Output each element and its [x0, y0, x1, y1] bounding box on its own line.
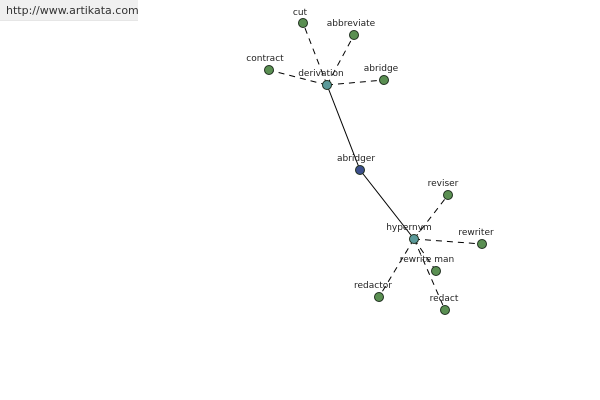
node-redact[interactable] — [440, 305, 450, 315]
edge-derivation-cut — [302, 22, 328, 86]
node-label-derivation[interactable]: derivation — [298, 69, 344, 79]
node-label-hypernym[interactable]: hypernym — [386, 223, 432, 233]
node-label-contract[interactable]: contract — [246, 54, 284, 64]
edges-layer — [268, 22, 483, 311]
node-rewrite_man[interactable] — [431, 266, 441, 276]
labels-layer: abridger derivation hypernym cut abbreviate c… — [246, 8, 494, 304]
edge-derivation-abridge — [326, 79, 385, 86]
node-abridger[interactable] — [355, 165, 365, 175]
node-label-redact[interactable]: redact — [430, 294, 459, 304]
edge-hypernym-redactor — [378, 238, 415, 298]
node-label-reviser[interactable]: reviser — [428, 179, 459, 189]
node-abbreviate[interactable] — [349, 30, 359, 40]
node-label-cut[interactable]: cut — [293, 8, 308, 18]
node-reviser[interactable] — [443, 190, 453, 200]
node-rewriter[interactable] — [477, 239, 487, 249]
node-redactor[interactable] — [374, 292, 384, 302]
source-url[interactable]: http://www.artikata.com — [0, 0, 139, 21]
node-label-redactor[interactable]: redactor — [354, 281, 392, 291]
node-cut[interactable] — [298, 18, 308, 28]
node-label-abridge[interactable]: abridge — [364, 64, 399, 74]
node-derivation[interactable] — [322, 80, 332, 90]
node-hypernym[interactable] — [409, 234, 419, 244]
node-label-rewriter[interactable]: rewriter — [458, 228, 494, 238]
node-abridge[interactable] — [379, 75, 389, 85]
node-label-abbreviate[interactable]: abbreviate — [327, 19, 376, 29]
nodes-layer — [264, 18, 487, 315]
node-contract[interactable] — [264, 65, 274, 75]
edge-derivation-contract — [268, 69, 328, 86]
node-label-rewrite_man[interactable]: rewrite man — [400, 255, 455, 265]
edge-hypernym-redact — [413, 238, 446, 311]
edge-hypernym-reviser — [413, 194, 449, 240]
edge-abridger-hypernym — [359, 169, 415, 240]
edge-abridger-derivation — [326, 84, 361, 171]
node-label-abridger[interactable]: abridger — [337, 154, 375, 164]
edge-derivation-abbreviate — [326, 34, 355, 86]
edge-hypernym-rewriter — [413, 238, 483, 245]
